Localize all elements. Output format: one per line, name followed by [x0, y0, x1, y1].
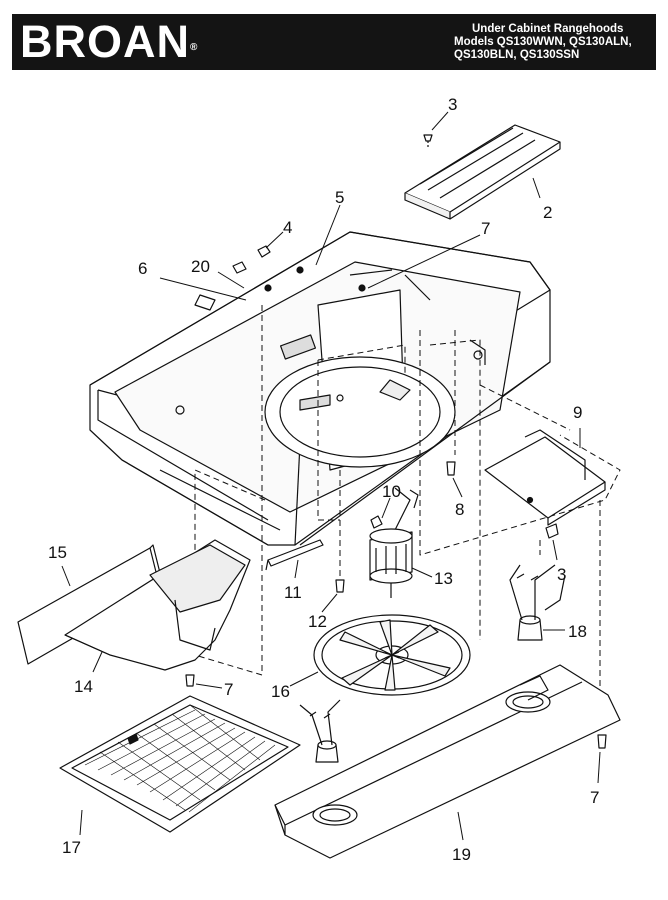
- callout-15: 15: [48, 543, 67, 562]
- part-socket-left: [299, 699, 341, 763]
- callout-7-top: 7: [481, 219, 490, 238]
- part-20-switch-knob: [232, 261, 247, 274]
- callout-13: 13: [434, 569, 453, 588]
- title-line-3: QS130BLN, QS130SSN: [454, 49, 580, 61]
- assembly-dashed-lines: [194, 305, 621, 700]
- title-line-1: Under Cabinet Rangehoods: [472, 23, 624, 35]
- callout-3-top: 3: [448, 95, 457, 114]
- callout-9: 9: [573, 403, 582, 422]
- callout-17: 17: [62, 838, 81, 857]
- part-8-screw: [446, 461, 456, 476]
- part-7-screw-left: [185, 674, 195, 687]
- callout-6: 6: [138, 259, 147, 278]
- callout-5: 5: [335, 188, 344, 207]
- part-14-light-housing: [64, 539, 251, 671]
- part-4-switch-knob: [257, 245, 271, 258]
- callout-4: 4: [283, 218, 292, 237]
- part-3-screw-top: [423, 134, 433, 148]
- callout-3-mid: 3: [557, 565, 566, 584]
- part-2-duct-bracket: [404, 124, 561, 220]
- hood-body: [89, 231, 551, 546]
- callout-7-left: 7: [224, 680, 233, 699]
- title-line-2: Models QS130WWN, QS130ALN,: [454, 36, 632, 48]
- callout-11: 11: [284, 583, 302, 602]
- broan-logo: BROAN®: [20, 16, 199, 67]
- callout-16: 16: [271, 682, 290, 701]
- callout-12: 12: [308, 612, 327, 631]
- part-17-grease-filter: [59, 695, 301, 833]
- callout-7-right: 7: [590, 788, 599, 807]
- part-12-screw: [335, 579, 345, 593]
- part-13-motor: [369, 528, 413, 598]
- part-3-screw-mid: [545, 523, 559, 539]
- callout-14: 14: [74, 677, 93, 696]
- part-10-motor-plug: [370, 487, 419, 531]
- callout-20: 20: [191, 257, 210, 276]
- callout-19: 19: [452, 845, 471, 864]
- part-9-side-bracket: [484, 429, 606, 526]
- callout-2: 2: [543, 203, 552, 222]
- callout-8: 8: [455, 500, 464, 519]
- part-11-clip: [265, 539, 324, 571]
- part-18-light-socket: [509, 564, 566, 641]
- callout-labels: 3 2 5 4 7 6 20 9 10 8 15 11 13 3 12 18 1…: [48, 95, 599, 864]
- part-16-fan-blade: [313, 614, 471, 696]
- header-bar: BROAN® Under Cabinet Rangehoods Models Q…: [12, 14, 656, 70]
- part-19-light-panel: [274, 664, 621, 859]
- leader-lines: [61, 111, 601, 841]
- model-title: Under Cabinet Rangehoods Models QS130WWN…: [454, 23, 646, 62]
- callout-18: 18: [568, 622, 587, 641]
- callout-10: 10: [382, 482, 401, 501]
